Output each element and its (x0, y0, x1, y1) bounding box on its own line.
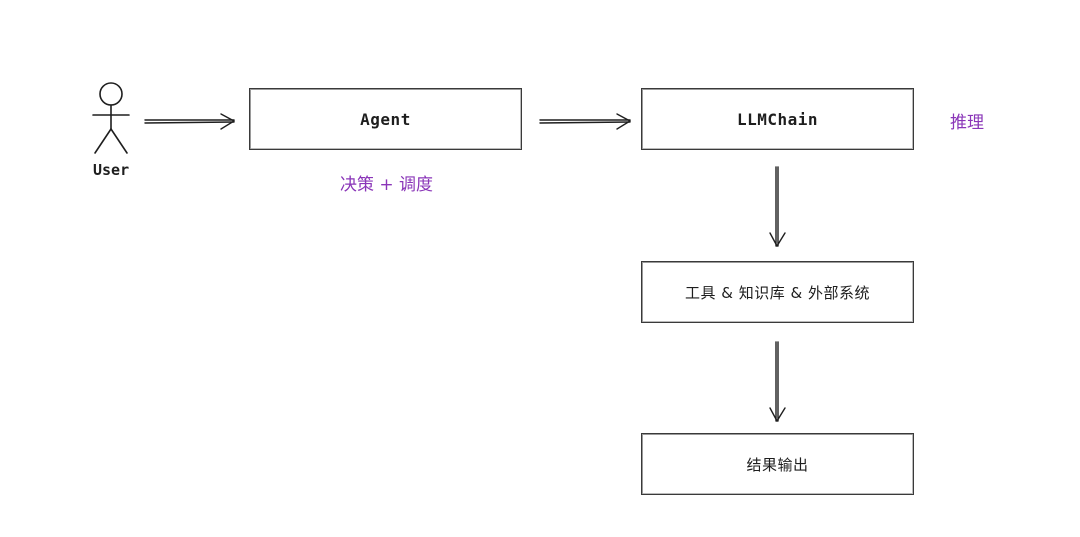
llmchain-node: LLMChain (641, 88, 914, 150)
agent-node-label: Agent (360, 109, 411, 129)
arrow-tools-to-output (769, 341, 786, 422)
arrow-user-to-agent (144, 113, 235, 130)
tools-node-label: 工具 & 知识库 & 外部系统 (685, 283, 870, 302)
output-node-label: 结果输出 (746, 455, 809, 474)
llmchain-node-label: LLMChain (736, 109, 819, 129)
llmchain-annotation: 推理 (950, 113, 984, 133)
user-actor-icon (92, 82, 130, 154)
output-node: 结果输出 (641, 433, 914, 495)
agent-node: Agent (249, 88, 522, 150)
tools-node: 工具 & 知识库 & 外部系统 (641, 261, 914, 323)
agent-annotation: 决策 + 调度 (340, 175, 434, 195)
user-label: User (93, 161, 130, 179)
arrow-agent-to-llmchain (539, 113, 631, 130)
arrow-llmchain-to-tools (769, 166, 786, 247)
